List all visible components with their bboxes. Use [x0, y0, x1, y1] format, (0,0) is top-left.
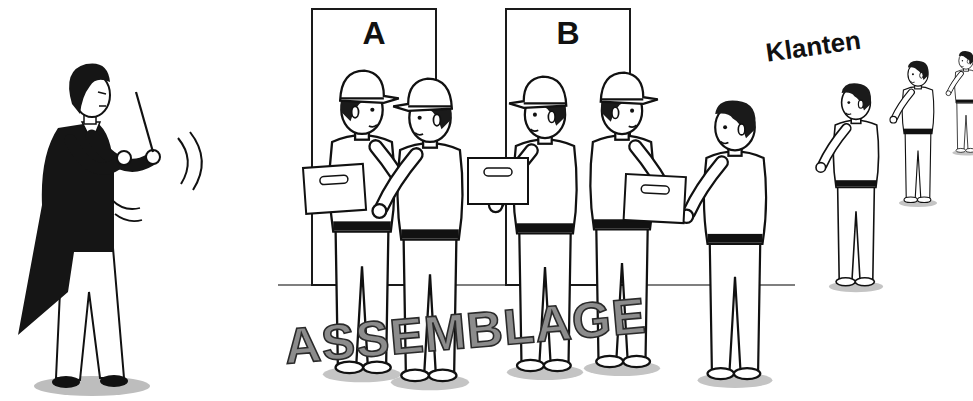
conductor-figure: [18, 63, 202, 396]
customers-label: Klanten: [764, 25, 863, 69]
column-box: A: [311, 8, 437, 286]
column-letter: A: [313, 10, 435, 51]
assembly-label: ASSEMBLAGE: [282, 286, 648, 375]
column-box: B: [505, 8, 631, 286]
customer-figures: [816, 51, 973, 292]
column-letter: B: [507, 10, 629, 51]
